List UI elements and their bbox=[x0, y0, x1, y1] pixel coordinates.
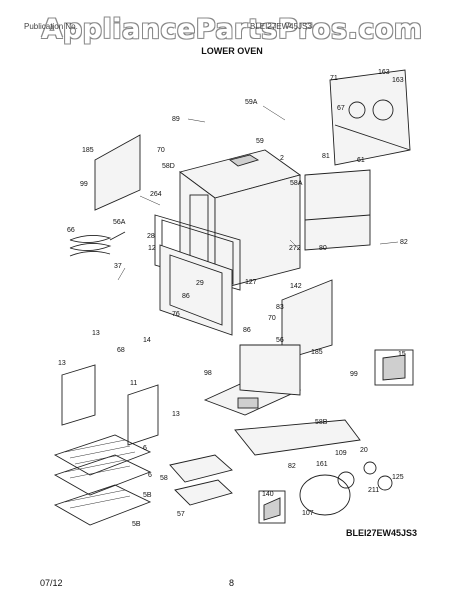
part-label: 66 bbox=[67, 227, 75, 234]
part-label: 58 bbox=[160, 475, 168, 482]
part-label: 59A bbox=[245, 99, 258, 106]
part-label: 86 bbox=[182, 293, 190, 300]
part-label: 185 bbox=[82, 147, 94, 154]
broil-element-part bbox=[69, 231, 126, 257]
part-label: 71 bbox=[330, 75, 338, 82]
part-label: 99 bbox=[350, 371, 358, 378]
part-label: 28 bbox=[147, 233, 155, 240]
part-label: 56A bbox=[113, 219, 126, 226]
part-label: 13 bbox=[172, 411, 180, 418]
part-label: 15 bbox=[398, 351, 406, 358]
side-panel-lower-right-part bbox=[281, 279, 333, 361]
part-label: 98 bbox=[204, 370, 212, 377]
part-label: 76 bbox=[172, 311, 180, 318]
part-label: 29 bbox=[196, 280, 204, 287]
side-panel-right-part bbox=[304, 169, 371, 251]
part-label: 14 bbox=[143, 337, 151, 344]
part-label: 81 bbox=[322, 153, 330, 160]
part-label: 58B bbox=[315, 419, 328, 426]
part-label: 68 bbox=[117, 347, 125, 354]
oven-rack-parts bbox=[53, 434, 152, 526]
part-label: 70 bbox=[268, 315, 276, 322]
part-label: 57 bbox=[177, 511, 185, 518]
part-label: 5B bbox=[143, 492, 152, 499]
footer-date: 07/12 bbox=[40, 578, 63, 588]
part-label: 2 bbox=[280, 155, 284, 162]
part-label: 12 bbox=[148, 245, 156, 252]
part-label: 185 bbox=[311, 349, 323, 356]
part-label: 107 bbox=[302, 510, 314, 517]
part-label: 89 bbox=[172, 116, 180, 123]
part-label: 67 bbox=[337, 105, 345, 112]
wiring-harness-part bbox=[374, 349, 414, 386]
convection-fan-part bbox=[299, 461, 393, 516]
part-label: 13 bbox=[92, 330, 100, 337]
part-label: 13 bbox=[58, 360, 66, 367]
part-label: 125 bbox=[392, 474, 404, 481]
part-label: 56 bbox=[276, 337, 284, 344]
part-label: 20 bbox=[360, 447, 368, 454]
part-label: 82 bbox=[288, 463, 296, 470]
part-label: 83 bbox=[276, 304, 284, 311]
header-publication: Publication No. bbox=[24, 22, 78, 31]
part-label: 109 bbox=[335, 450, 347, 457]
door-liner-part bbox=[159, 244, 233, 336]
part-label: 82 bbox=[400, 239, 408, 246]
rack-support-parts bbox=[61, 364, 159, 446]
bottom-panel-part bbox=[203, 344, 302, 416]
part-label: 86 bbox=[243, 327, 251, 334]
part-label: 140 bbox=[262, 491, 274, 498]
drip-tray-part bbox=[234, 419, 361, 456]
part-label: 11 bbox=[130, 380, 137, 387]
bracket-part bbox=[258, 490, 286, 524]
footer-page-number: 8 bbox=[229, 578, 235, 588]
part-label: 264 bbox=[150, 191, 162, 198]
side-panel-left-part bbox=[94, 134, 141, 211]
rear-panel-part bbox=[329, 69, 411, 166]
part-label: 6 bbox=[148, 472, 152, 479]
part-label: 70 bbox=[157, 147, 165, 154]
part-label: 127 bbox=[245, 279, 257, 286]
part-label: 61 bbox=[357, 157, 365, 164]
watermark: AppliancePartsPros.com bbox=[41, 14, 423, 45]
part-label: 37 bbox=[114, 263, 122, 270]
diagram-title: LOWER OVEN bbox=[201, 46, 263, 56]
part-label: 58A bbox=[290, 180, 303, 187]
part-label: 6 bbox=[143, 445, 147, 452]
part-label: 58D bbox=[162, 163, 175, 170]
header-model: BLEI27EW45JS3 bbox=[250, 22, 312, 31]
part-label: 142 bbox=[290, 283, 302, 290]
part-labels: 163 163 71 59A 89 59 67 185 70 2 58D 58A… bbox=[58, 69, 408, 528]
part-label: 163 bbox=[378, 69, 390, 76]
part-label: 161 bbox=[316, 461, 328, 468]
part-label: 272 bbox=[289, 245, 301, 252]
part-label: 59 bbox=[256, 138, 264, 145]
leader-lines bbox=[117, 105, 399, 281]
part-label: 80 bbox=[319, 245, 327, 252]
broil-pan-part bbox=[169, 454, 233, 506]
part-label: 163 bbox=[392, 77, 404, 84]
part-label: 211 bbox=[368, 487, 379, 494]
part-label: 99 bbox=[80, 181, 88, 188]
model-number-label: BLEI27EW45JS3 bbox=[346, 528, 418, 538]
part-label: 5B bbox=[132, 521, 141, 528]
